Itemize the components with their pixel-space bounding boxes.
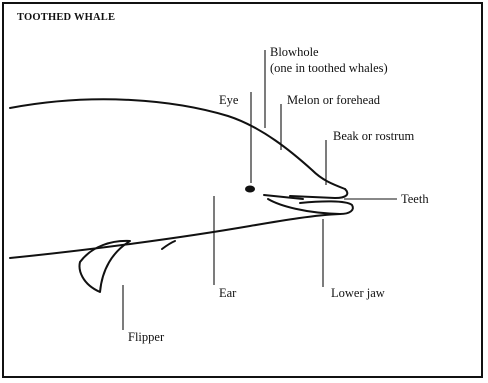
flipper-joint-outline (162, 241, 175, 249)
eye-dot (245, 186, 255, 193)
melon-label: Melon or forehead (287, 93, 381, 107)
lower-jaw-outline (268, 199, 353, 214)
whale-belly-outline (10, 214, 340, 258)
blowhole-note: (one in toothed whales) (270, 61, 388, 75)
teeth-label: Teeth (401, 192, 429, 206)
lower-jaw-label: Lower jaw (331, 286, 385, 300)
blowhole-label: Blowhole (270, 45, 319, 59)
eye-label: Eye (219, 93, 239, 107)
beak-label: Beak or rostrum (333, 129, 415, 143)
beak-upper-outline (290, 189, 347, 198)
whale-back-outline (10, 99, 345, 189)
ear-label: Ear (219, 286, 237, 300)
flipper-label: Flipper (128, 330, 165, 344)
